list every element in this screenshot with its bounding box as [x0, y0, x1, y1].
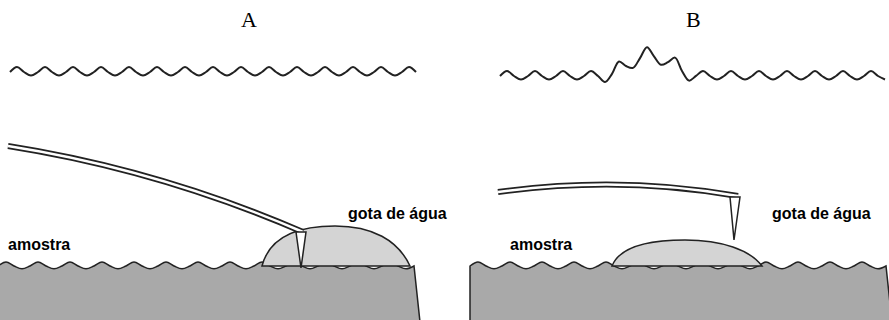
- drop-label: gota de água: [348, 205, 447, 223]
- sample-surface: [470, 262, 889, 320]
- afm-tip: [296, 232, 306, 268]
- panel-letter: A: [241, 8, 257, 32]
- water-drop: [612, 240, 762, 266]
- topography-trace: [10, 67, 416, 76]
- topography-trace: [500, 47, 885, 82]
- afm-tip: [730, 197, 740, 240]
- cantilever: [498, 184, 738, 196]
- sample-label: amostra: [8, 236, 70, 254]
- water-drop: [262, 226, 410, 266]
- cantilever: [498, 184, 738, 196]
- drop-label: gota de água: [772, 205, 871, 223]
- sample-label: amostra: [510, 236, 572, 254]
- cantilever: [8, 146, 303, 232]
- cantilever: [8, 146, 303, 232]
- panel-letter: B: [686, 8, 701, 32]
- sample-surface: [0, 262, 420, 320]
